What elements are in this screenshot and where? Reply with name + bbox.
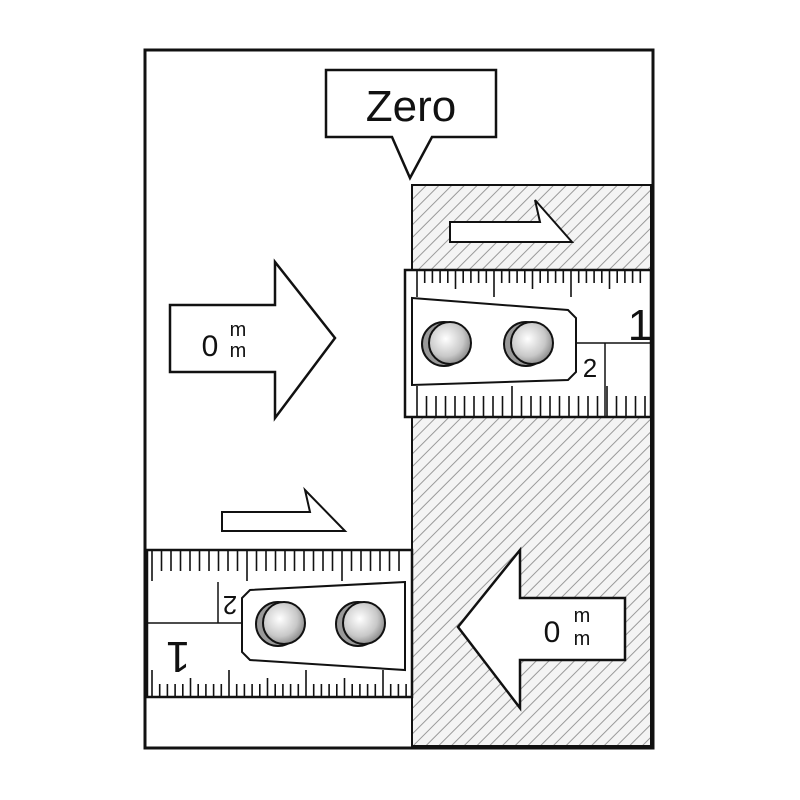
tape-label-mm: 2 (223, 590, 237, 620)
left-arrow: 0 m m (456, 546, 627, 712)
tape-measure-bottom: 1 2 (145, 548, 414, 699)
unit-bottom: m (230, 340, 247, 362)
unit-top: m (574, 605, 591, 627)
unit-bottom: m (574, 628, 591, 650)
tape-label-cm: 1 (628, 301, 652, 350)
zero-callout: Zero (324, 68, 498, 181)
rivet (510, 321, 554, 365)
push-direction-arrow-top (449, 199, 575, 243)
unit-top: m (230, 319, 247, 341)
push-direction-arrow-bottom (221, 486, 348, 532)
tape-measure-top: 1 2 (403, 268, 653, 419)
rivet (262, 601, 306, 645)
arrow-value: 0 (544, 616, 561, 649)
tape-label-cm: 1 (166, 632, 190, 681)
rivet (428, 321, 472, 365)
arrow-value: 0 (202, 330, 219, 363)
rivet (342, 601, 386, 645)
tape-label-mm: 2 (583, 353, 597, 383)
right-arrow: 0 m m (168, 258, 337, 422)
zero-label: Zero (366, 82, 456, 131)
